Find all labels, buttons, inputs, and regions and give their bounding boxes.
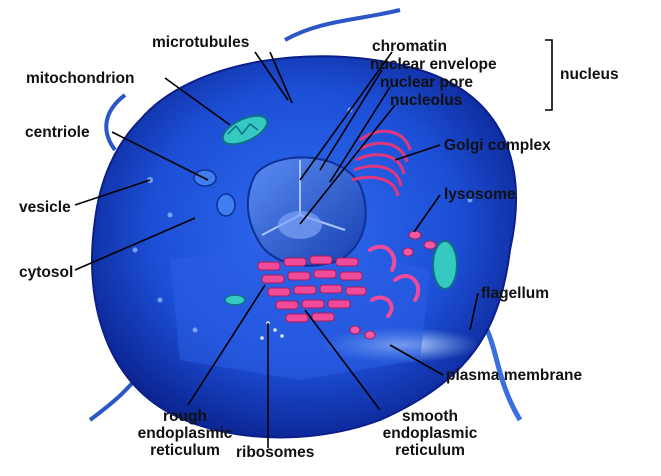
label-microtubules: microtubules (152, 34, 250, 51)
leader-microtubules-2 (269, 51, 293, 104)
label-ribosomes: ribosomes (236, 444, 315, 461)
leader-microtubules (254, 51, 289, 101)
label-rough-er-line3: reticulum (150, 442, 220, 459)
smooth-er (368, 244, 421, 318)
label-smooth-er-line3: reticulum (395, 442, 465, 459)
label-nucleolus: nucleolus (390, 92, 463, 109)
leader-nucleolus (299, 104, 396, 225)
label-rough-er-line1: rough (163, 408, 207, 425)
label-smooth-er-line2: endoplasmic (382, 425, 478, 442)
label-plasma-membrane: plasma membrane (446, 367, 583, 384)
leader-flagellum (469, 292, 479, 331)
rough-er (257, 255, 367, 323)
nucleus-bracket (545, 39, 553, 111)
label-chromatin: chromatin (372, 38, 447, 55)
leader-smooth-er (304, 309, 381, 411)
fiber-top (284, 8, 401, 42)
label-smooth-er: smooth endoplasmic reticulum (355, 408, 505, 459)
label-nuclear-envelope: nuclear envelope (370, 56, 497, 73)
leader-mitochondrion (164, 77, 231, 126)
leader-rough-er (187, 284, 266, 406)
fiber-left (104, 93, 127, 152)
label-smooth-er-line1: smooth (402, 408, 458, 425)
leader-vesicle (74, 179, 151, 206)
label-cytosol: cytosol (19, 264, 74, 281)
leader-lines (74, 39, 553, 448)
leader-nuclear-pore (329, 86, 391, 183)
mitochondria (221, 114, 458, 306)
label-flagellum: flagellum (481, 285, 550, 302)
cutaway-face (170, 240, 430, 380)
leader-nuclear-envelope (319, 69, 383, 171)
label-nucleus: nucleus (560, 66, 619, 83)
leader-lysosome (413, 194, 441, 233)
label-nuclear-pore: nuclear pore (380, 74, 474, 91)
nucleus-structure (246, 156, 367, 267)
label-centriole: centriole (25, 124, 90, 141)
leader-chromatin (299, 51, 393, 181)
leader-centriole (111, 131, 209, 181)
label-lysosome: lysosome (444, 186, 516, 203)
label-vesicle: vesicle (19, 199, 71, 216)
label-golgi-complex: Golgi complex (444, 137, 551, 154)
lysosomes (349, 230, 446, 340)
ribosome-dots (260, 321, 284, 340)
leader-cytosol (74, 217, 196, 271)
label-mitochondrion: mitochondrion (26, 70, 135, 87)
label-rough-er-line2: endoplasmic (137, 425, 233, 442)
leader-plasma-membrane (389, 344, 444, 376)
leader-golgi (394, 144, 441, 161)
label-rough-er: rough endoplasmic reticulum (110, 408, 260, 459)
